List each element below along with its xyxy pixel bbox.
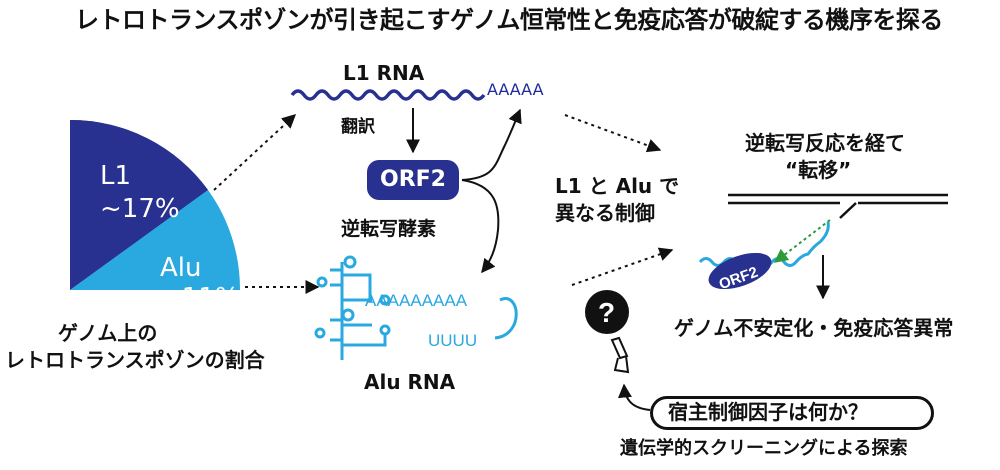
orf2-box: ORF2 <box>367 160 459 200</box>
pie-caption-line-1: ゲノム上の <box>58 321 158 345</box>
host-question-box <box>650 396 934 430</box>
magnifier-icon <box>610 336 630 374</box>
pie-caption-line-2: レトロトランスポゾンの割合 <box>5 348 265 372</box>
arrow-orf2-to-alu <box>461 179 500 274</box>
translation-label: 翻訳 <box>341 117 375 137</box>
screening-label: 遺伝学的スクリーニングによる探索 <box>620 438 908 459</box>
genomic-dna <box>728 193 948 219</box>
arrow-host-to-question <box>617 383 651 411</box>
control-line-1: L1 と Alu で <box>555 174 680 198</box>
pie-l1-label: L1 <box>100 161 132 191</box>
pie-slice-l1-body <box>70 119 208 290</box>
pie-slice-alu <box>70 190 241 290</box>
arrow-alu-to-retro <box>571 247 674 286</box>
alu-poly-a: AAAAAAAAA <box>365 291 468 310</box>
reverse-transcriptase-label: 逆転写酵素 <box>341 218 437 240</box>
retro-label-2: “転移” <box>785 158 852 182</box>
arrow-l1-to-rna <box>213 114 297 191</box>
orf2-enzyme-shape <box>708 252 772 290</box>
arrow-l1-to-retro <box>564 114 662 153</box>
outcome-label: ゲノム不安定化・免疫応答異常 <box>674 316 954 340</box>
retro-label-1: 逆転写反応を経て <box>745 131 905 155</box>
alu-rna-label: Alu RNA <box>364 370 456 394</box>
l1-rna-label: L1 RNA <box>343 61 425 85</box>
pie-alu-percent: ~11% <box>160 283 240 313</box>
alu-rna-structure <box>314 255 518 360</box>
arrow-orf2-to-l1 <box>461 108 522 181</box>
question-circle <box>585 290 629 334</box>
alu-poly-u: UUUU <box>428 331 477 350</box>
control-line-2: 異なる制御 <box>555 201 655 225</box>
pie-alu-label: Alu <box>160 253 202 283</box>
page-title: レトロトランスポゾンが引き起こすゲノム恒常性と免疫応答が破綻する機序を探る <box>75 6 943 34</box>
pie-l1-percent: ~17% <box>100 194 180 224</box>
host-question-text: 宿主制御因子は何か？ <box>668 400 868 424</box>
l1-rna-wave <box>290 89 486 101</box>
question-mark: ? <box>598 297 615 328</box>
l1-poly-a: AAAAA <box>487 80 544 99</box>
